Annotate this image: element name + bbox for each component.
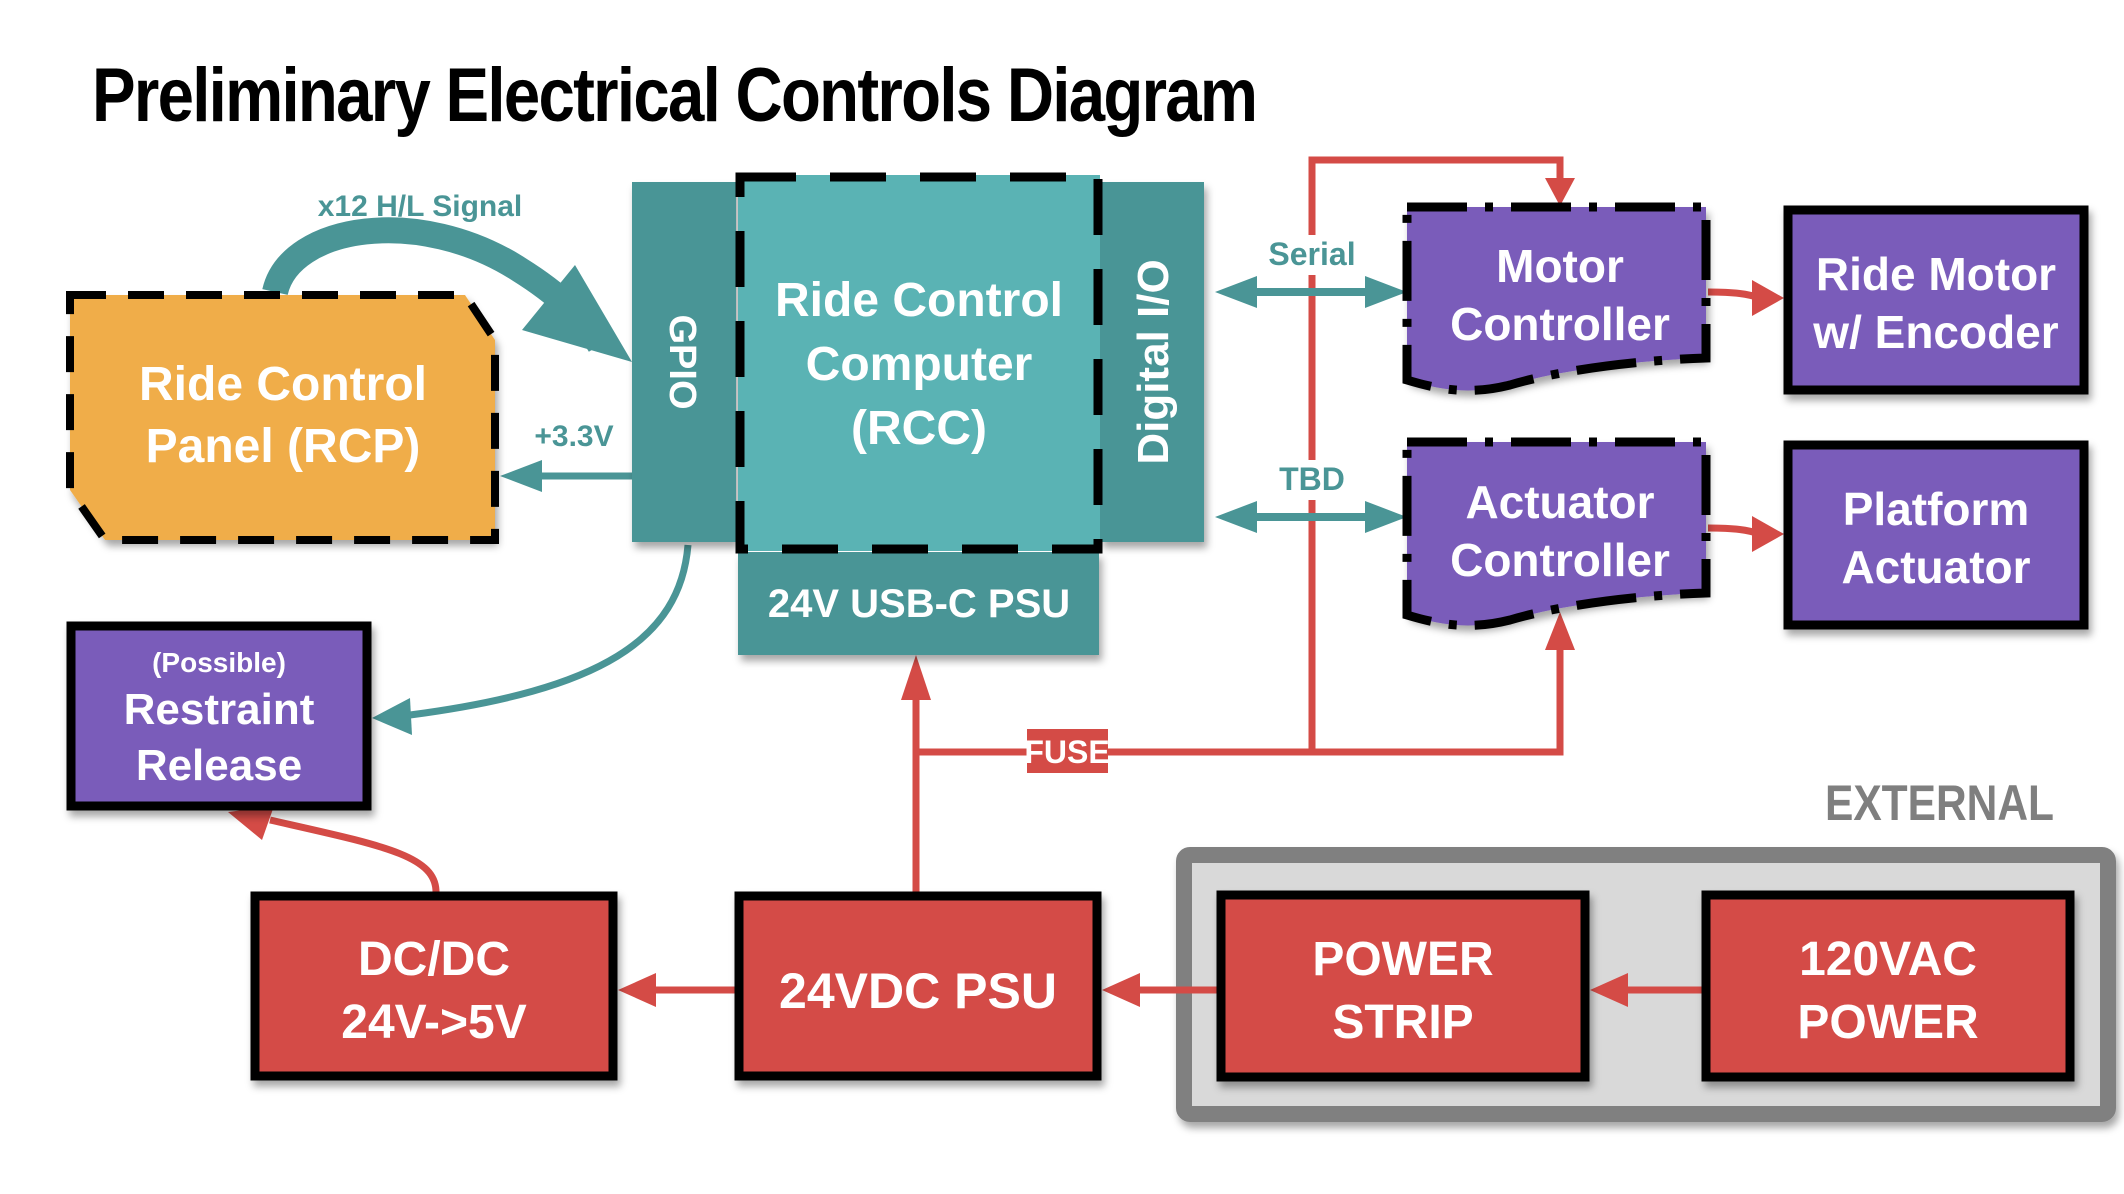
dcdc-label-line2: 24V->5V [341,996,526,1049]
power-arrowheads [228,178,1784,1007]
psu-24vdc-box [734,891,1102,1081]
motor-power-line [1308,156,1564,752]
arrowhead-usbc [901,655,931,700]
serial-label-bg [1255,235,1365,275]
ride-motor-label-line1: Ride Motor [1816,248,2056,300]
motor-controller-outline [1402,202,1711,395]
restraint-release-box [66,621,372,811]
rcp-label-line1: Ride Control [139,358,427,411]
usbc-psu-label: 24V USB-C PSU [768,582,1070,626]
rcp-label-line2: Panel (RCP) [146,420,421,473]
fuse-branch-line [916,650,1564,756]
diagram-title: Preliminary Electrical Controls Diagram [92,53,1258,138]
rcc-outline [735,172,1103,554]
rcp-shape [70,295,495,540]
gpio-to-restraint-line [409,544,692,719]
arrowhead-motor-controller [1545,178,1575,206]
arrowhead-ride-motor [1752,280,1784,316]
motor-controller-label-line1: Motor [1496,240,1624,292]
ac-power-box [1701,890,2075,1082]
power-strip-block[interactable]: POWER STRIP [1216,890,1590,1082]
arrowhead-psu [1102,973,1140,1007]
actuator-controller-label-line2: Controller [1450,534,1670,586]
platform-actuator-box [1783,440,2089,630]
dcdc-to-restraint-line [269,816,440,893]
power-strip-label-line1: POWER [1312,933,1493,986]
power-wiring [269,156,1762,994]
gpio-label: GPIO [661,314,703,409]
platform-actuator-label-line1: Platform [1843,483,2030,535]
actuator-controller-block[interactable]: Actuator Controller [1402,437,1711,630]
arrowhead-actuator-controller [1545,612,1575,650]
tbd-label-bg [1270,460,1354,500]
fuse-box [1027,729,1108,773]
actuator-controller-outline [1402,437,1711,630]
dcdc-label-line1: DC/DC [358,933,510,986]
psu-24vdc-label: 24VDC PSU [779,963,1057,1019]
ride-motor-block[interactable]: Ride Motor w/ Encoder [1783,205,2089,395]
tbd-label: TBD [1279,461,1345,497]
fuse-badge: FUSE [1024,729,1110,773]
psu-24vdc-block[interactable]: 24VDC PSU [734,891,1102,1081]
ride-motor-box [1783,205,2089,395]
tbd-arrowhead-left [1215,501,1257,533]
external-label: EXTERNAL [1825,775,2054,831]
rcc-label-line1: Ride Control [775,274,1063,327]
serial-label: Serial [1268,236,1355,272]
gpio-bar [632,182,736,542]
restraint-qualifier: (Possible) [152,647,286,678]
arrowhead-dcdc [618,973,656,1007]
serial-arrowhead-left [1215,276,1257,308]
motor-controller-shape [1407,207,1706,391]
rcp-outline [66,291,499,544]
power-strip-label-line2: STRIP [1332,996,1473,1049]
signal-arrowhead [522,265,632,362]
digital-io-bar [1100,182,1204,542]
serial-arrowhead-right [1365,276,1407,308]
dcdc-box [250,891,618,1081]
usbc-psu-block[interactable] [738,552,1099,655]
rcc-label-line3: (RCC) [851,402,987,455]
rcc-body [738,175,1100,551]
rcp-block[interactable]: Ride Control Panel (RCP) [66,291,499,544]
motor-controller-block[interactable]: Motor Controller [1402,202,1711,395]
ac-power-block[interactable]: 120VAC POWER [1701,890,2075,1082]
arrowhead-platform [1752,516,1784,552]
actuator-controller-shape [1407,442,1706,626]
tbd-arrowhead-right [1365,501,1407,533]
restraint-release-block[interactable]: (Possible) Restraint Release [66,621,372,811]
ride-motor-label-line2: w/ Encoder [1812,306,2058,358]
arrowhead-power-strip [1590,973,1628,1007]
fuse-label: FUSE [1024,734,1109,770]
motor-controller-label-line2: Controller [1450,298,1670,350]
ac-power-label-line1: 120VAC [1799,933,1977,986]
digital-io-label: Digital I/O [1129,259,1178,464]
signal-label: x12 H/L Signal [318,190,523,223]
supply-33v-arrowhead [500,460,542,492]
platform-actuator-block[interactable]: Platform Actuator [1783,440,2089,630]
ac-power-label-line2: POWER [1797,996,1978,1049]
platform-actuator-label-line2: Actuator [1841,541,2030,593]
actuator-controller-label-line1: Actuator [1465,476,1654,528]
restraint-label-line2: Release [136,741,302,790]
restraint-label-line1: Restraint [124,685,315,734]
gpio-to-restraint-arrowhead [372,698,412,735]
signal-labels: x12 H/L Signal +3.3V Serial TBD [318,190,1365,500]
supply-33v-label: +3.3V [534,420,613,453]
signal-wiring [262,217,1407,735]
arrowhead-restraint [228,806,274,840]
rcc-assembly[interactable]: GPIO Digital I/O Ride Control Computer (… [632,172,1204,655]
dcdc-block[interactable]: DC/DC 24V->5V [250,891,618,1081]
rcc-label-line2: Computer [806,338,1033,391]
power-strip-box [1216,890,1590,1082]
